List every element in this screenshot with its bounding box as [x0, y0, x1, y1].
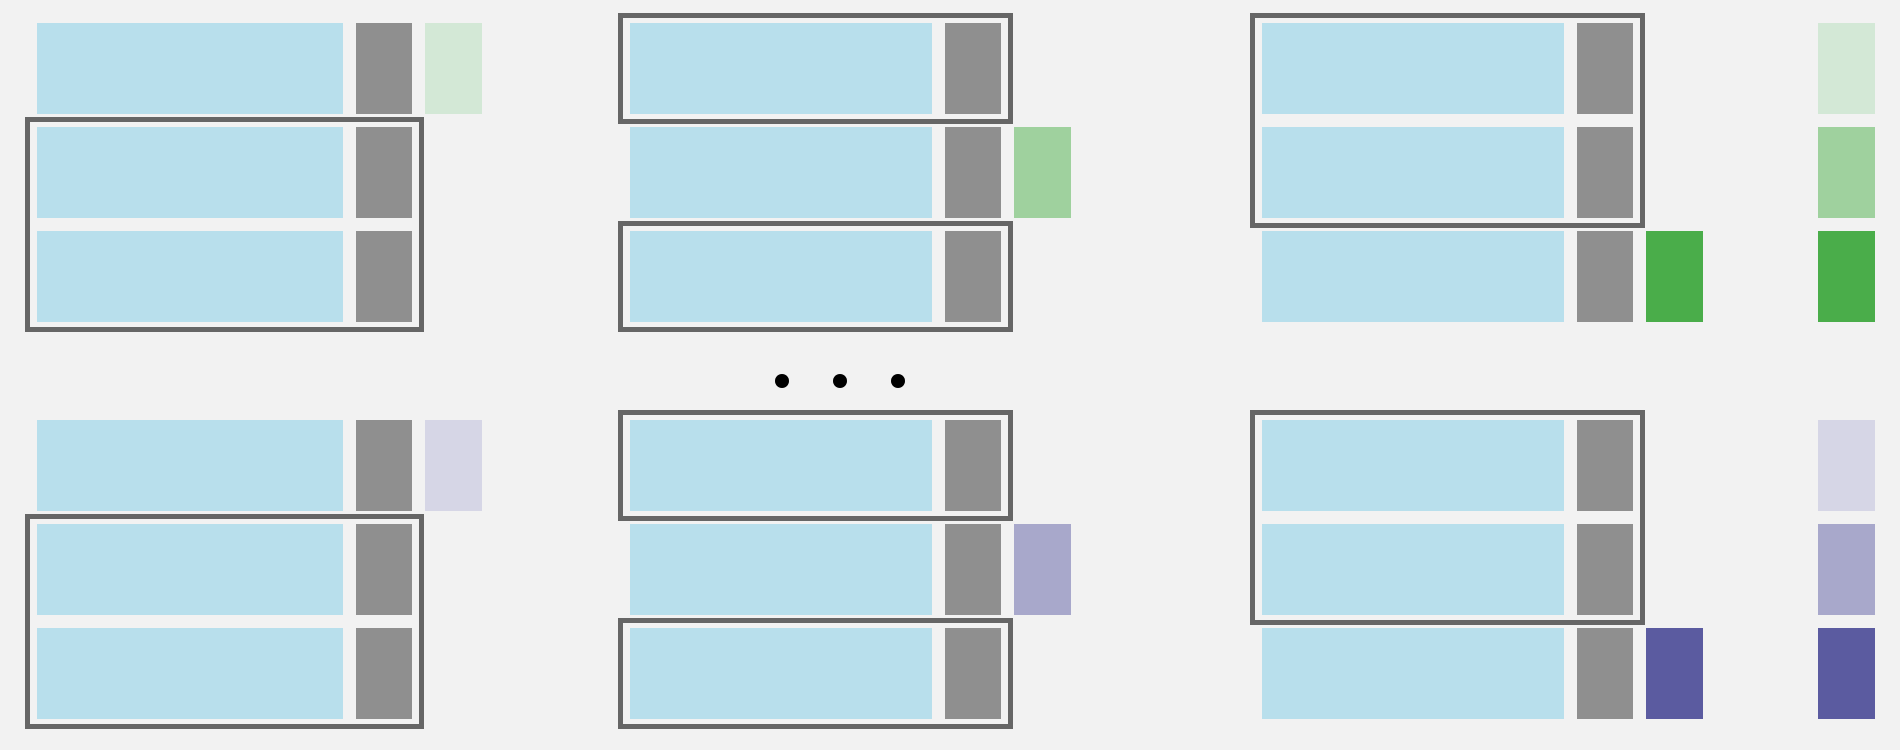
narrow-block [356, 23, 412, 114]
narrow-block [1577, 127, 1633, 218]
narrow-block [356, 524, 412, 615]
wide-block [37, 524, 343, 615]
wide-block [1262, 420, 1564, 511]
narrow-block [1577, 524, 1633, 615]
legend-swatch [1818, 420, 1875, 511]
color-marker [1646, 231, 1703, 322]
wide-block [630, 524, 932, 615]
narrow-block [945, 628, 1001, 719]
selection-frame [618, 618, 1013, 729]
narrow-block [356, 420, 412, 511]
narrow-block [1577, 231, 1633, 322]
wide-block [37, 420, 343, 511]
wide-block [37, 628, 343, 719]
three-dots-ellipsis-icon [891, 374, 905, 388]
wide-block [630, 127, 932, 218]
legend-swatch [1818, 231, 1875, 322]
narrow-block [356, 628, 412, 719]
narrow-block [945, 420, 1001, 511]
narrow-block [945, 23, 1001, 114]
wide-block [1262, 23, 1564, 114]
selection-frame [618, 13, 1013, 124]
legend-swatch [1818, 524, 1875, 615]
color-marker [1014, 127, 1071, 218]
three-dots-ellipsis-icon [775, 374, 789, 388]
wide-block [1262, 231, 1564, 322]
narrow-block [945, 127, 1001, 218]
narrow-block [356, 127, 412, 218]
narrow-block [356, 231, 412, 322]
color-marker [425, 420, 482, 511]
legend-swatch [1818, 628, 1875, 719]
wide-block [630, 23, 932, 114]
selection-frame [618, 221, 1013, 332]
selection-frame [25, 514, 424, 729]
wide-block [1262, 127, 1564, 218]
wide-block [630, 420, 932, 511]
narrow-block [945, 231, 1001, 322]
legend-swatch [1818, 23, 1875, 114]
wide-block [37, 23, 343, 114]
three-dots-ellipsis-icon [833, 374, 847, 388]
wide-block [37, 127, 343, 218]
wide-block [37, 231, 343, 322]
narrow-block [1577, 23, 1633, 114]
selection-frame [618, 410, 1013, 521]
color-marker [425, 23, 482, 114]
wide-block [630, 628, 932, 719]
legend-swatch [1818, 127, 1875, 218]
wide-block [630, 231, 932, 322]
selection-frame [1250, 13, 1645, 228]
selection-frame [25, 117, 424, 332]
wide-block [1262, 628, 1564, 719]
color-marker [1646, 628, 1703, 719]
wide-block [1262, 524, 1564, 615]
narrow-block [1577, 628, 1633, 719]
selection-frame [1250, 410, 1645, 625]
color-marker [1014, 524, 1071, 615]
narrow-block [945, 524, 1001, 615]
narrow-block [1577, 420, 1633, 511]
